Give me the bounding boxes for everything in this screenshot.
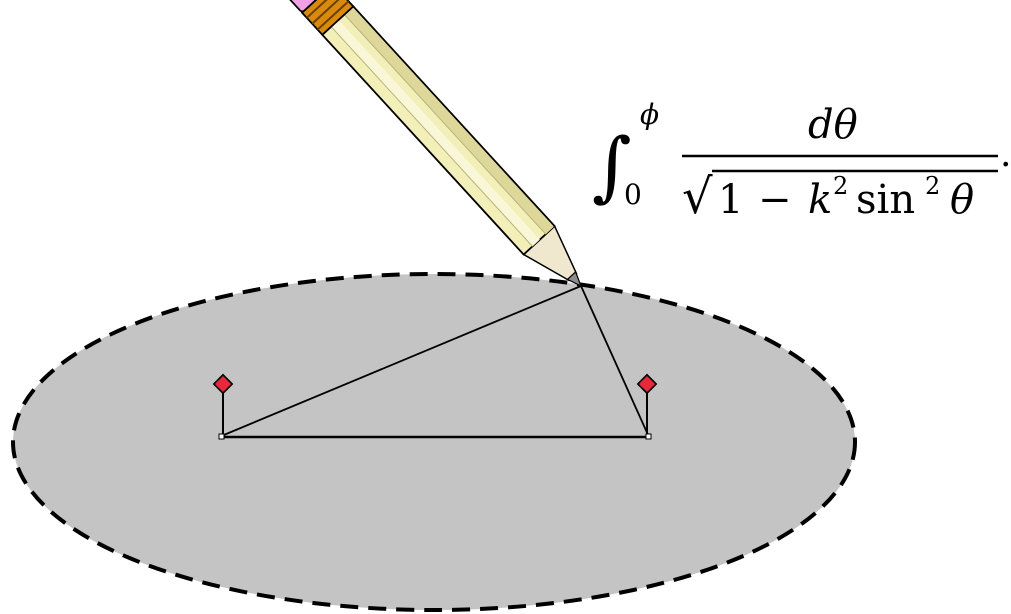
lower-limit: 0 (624, 178, 642, 211)
k-variable: k (808, 177, 832, 223)
radical-sign: √ (682, 169, 713, 225)
minus-sign: − (758, 177, 792, 223)
ferrule-ridge (306, 0, 339, 19)
denominator-one: 1 (718, 177, 743, 223)
pin-base (218, 433, 225, 440)
sin-exponent: 2 (925, 172, 940, 200)
pencil-icon (286, 0, 583, 288)
pin-icon (636, 373, 658, 395)
left-string (218, 285, 582, 438)
elliptic-integral-formula: ∫ ϕ 0 dθ √ 1 − k 2 sin 2 θ . (592, 98, 1011, 225)
integral-sign: ∫ (592, 121, 632, 210)
sin-function: sin (856, 177, 915, 223)
right-string (580, 285, 650, 438)
upper-limit: ϕ (640, 98, 659, 131)
theta-variable: θ (950, 177, 974, 223)
pencil-facet-line (344, 14, 547, 235)
pencil-highlight (331, 19, 540, 247)
pencil-shade (344, 7, 554, 235)
numerator: dθ (808, 102, 858, 148)
pencil-eraser (286, 0, 333, 13)
pin-icon (212, 373, 234, 395)
trailing-period: . (1000, 134, 1011, 175)
ferrule-ridge (316, 0, 350, 31)
pencil-facet-line (330, 26, 533, 247)
left-focus-pin (212, 373, 234, 440)
right-focus-pin (636, 373, 658, 440)
k-exponent: 2 (833, 172, 848, 200)
ellipse (11, 272, 857, 612)
pin-base (645, 433, 652, 440)
pencil-graphite (566, 270, 583, 288)
ferrule-ridge (311, 0, 344, 25)
